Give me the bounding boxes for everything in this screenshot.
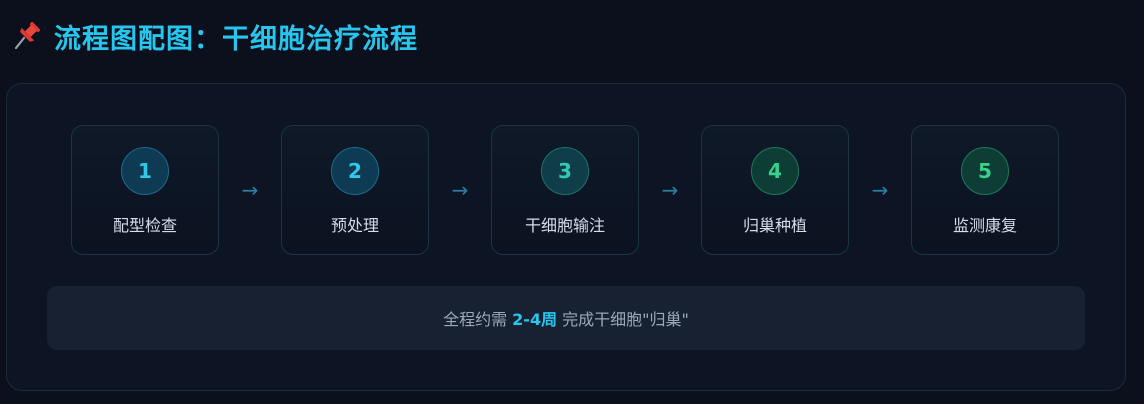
step-card-5: 5 监测康复	[911, 125, 1059, 255]
step-label-5: 监测康复	[952, 216, 1017, 235]
page-title: 流程图配图：干细胞治疗流程	[54, 23, 418, 55]
arrow-right-icon: →	[871, 178, 889, 202]
summary-duration: 2-4周	[512, 310, 558, 329]
header: 流程图配图：干细胞治疗流程	[10, 14, 418, 58]
summary-suffix: 完成干细胞"归巢"	[562, 310, 689, 329]
flowchart-panel: 1 配型检查 → 2 预处理 → 3 干细胞输注 → 4 归巢种植 → 5 监测…	[6, 83, 1126, 391]
step-number-5: 5	[961, 147, 1009, 195]
arrow-right-icon: →	[661, 178, 679, 202]
summary-note: 全程约需 2-4周 完成干细胞"归巢"	[47, 286, 1085, 350]
step-number-2: 2	[331, 147, 379, 195]
pushpin-icon	[10, 19, 44, 53]
step-number-3: 3	[541, 147, 589, 195]
step-card-1: 1 配型检查	[71, 125, 219, 255]
arrow-right-icon: →	[451, 178, 469, 202]
step-label-4: 归巢种植	[742, 216, 807, 235]
step-number-1: 1	[121, 147, 169, 195]
step-label-2: 预处理	[330, 216, 379, 235]
steps-row: 1 配型检查 → 2 预处理 → 3 干细胞输注 → 4 归巢种植 → 5 监测…	[71, 124, 1059, 256]
step-label-1: 配型检查	[112, 216, 177, 235]
step-card-3: 3 干细胞输注	[491, 125, 639, 255]
step-label-3: 干细胞输注	[524, 216, 605, 235]
step-number-4: 4	[751, 147, 799, 195]
summary-prefix: 全程约需	[443, 310, 508, 329]
arrow-right-icon: →	[241, 178, 259, 202]
step-card-2: 2 预处理	[281, 125, 429, 255]
step-card-4: 4 归巢种植	[701, 125, 849, 255]
